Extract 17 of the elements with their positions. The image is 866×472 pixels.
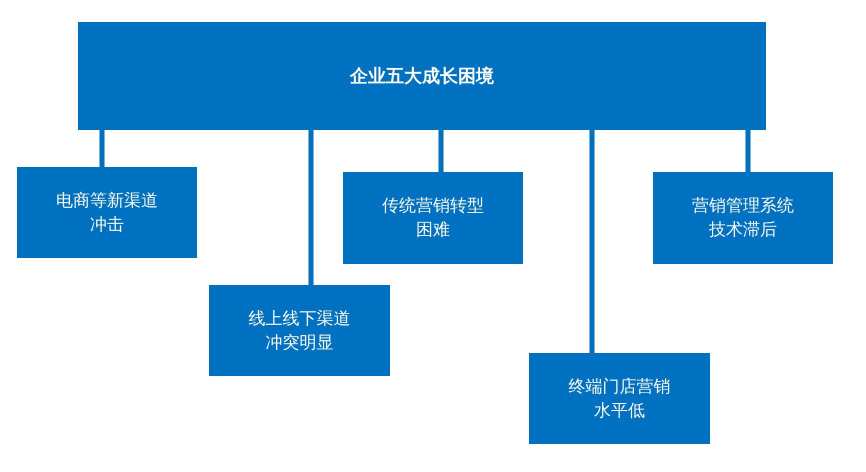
title-text: 企业五大成长困境 [350,64,494,88]
process-box [653,172,833,264]
box-label: 终端门店营销水平低 [568,376,672,422]
process-box [78,22,766,130]
connector-line [308,130,314,285]
process-box [343,172,523,264]
process-box [209,285,390,376]
connector-line [100,130,104,167]
process-box [529,353,710,444]
process-box [17,167,197,258]
connector-line [746,130,750,172]
box-label: 电商等新渠道冲击 [55,190,159,236]
box-label: 线上线下渠道冲突明显 [248,308,352,354]
connector-line [590,130,594,353]
box-label: 营销管理系统技术滞后 [691,195,795,242]
box-label: 传统营销转型困难 [381,195,485,242]
connector-line [438,130,444,172]
